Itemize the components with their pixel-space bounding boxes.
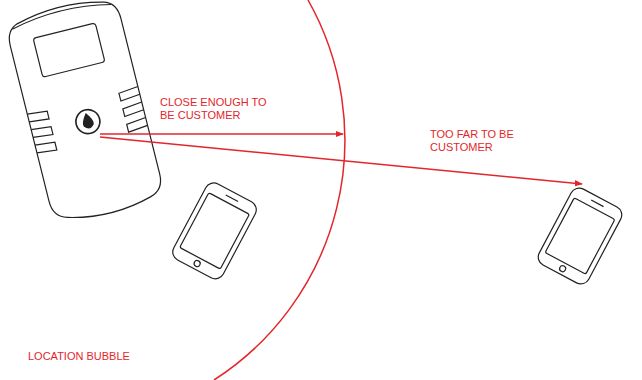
range-arrow <box>100 137 582 184</box>
range-arrow <box>100 133 343 135</box>
beacon-device <box>4 0 166 227</box>
callout-label: CLOSE ENOUGH TO BE CUSTOMER <box>160 96 270 122</box>
region-label: LOCATION BUBBLE <box>28 350 188 363</box>
phone-near <box>170 180 260 282</box>
phone-far <box>535 185 625 287</box>
location-bubble-arc <box>214 0 345 380</box>
callout-label: TOO FAR TO BE CUSTOMER <box>430 128 530 154</box>
